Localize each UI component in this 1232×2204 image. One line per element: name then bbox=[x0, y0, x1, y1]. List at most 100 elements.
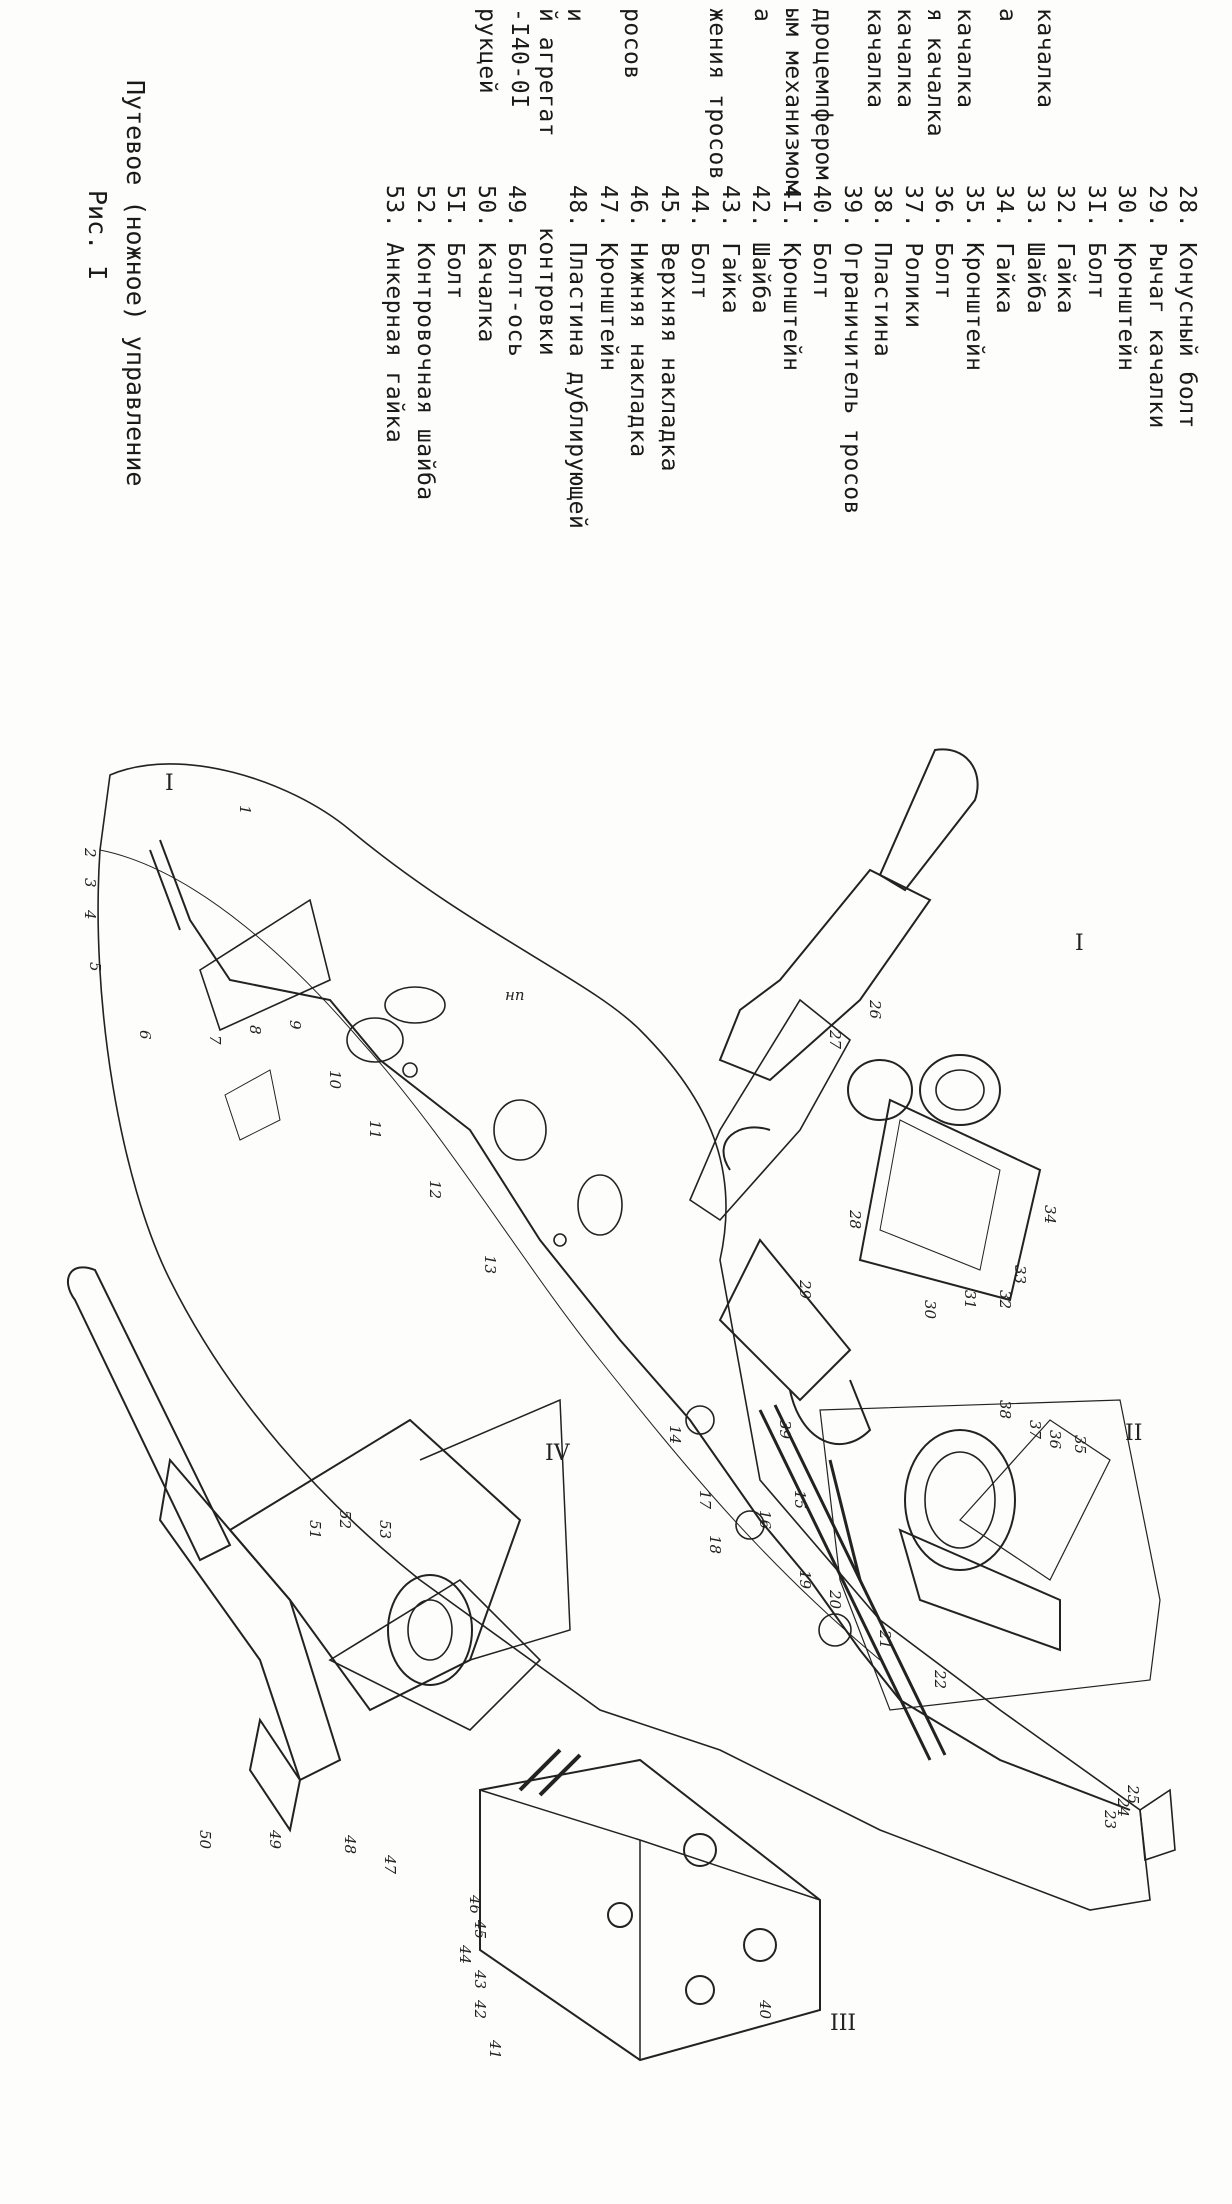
callout-51: 51 bbox=[306, 1520, 324, 1539]
callout-3: 3 bbox=[81, 878, 99, 888]
parts-list-item: 49. Болт-ось bbox=[503, 185, 529, 358]
callout-numbers: 1234567891011121314151617181920212223242… bbox=[81, 805, 1142, 2059]
partial-legend-line: качалка bbox=[1032, 8, 1058, 109]
callout-37: 37 bbox=[1026, 1420, 1044, 1440]
parts-list-item: 4I. Кронштейн bbox=[777, 185, 804, 372]
callout-8: 8 bbox=[246, 1025, 264, 1035]
callout-9: 9 bbox=[286, 1020, 304, 1030]
parts-list-item: 32. Гайка bbox=[1052, 185, 1078, 315]
partial-legend-line: и bbox=[562, 8, 588, 23]
partial-legend-line: качалка bbox=[952, 8, 978, 109]
callout-14: 14 bbox=[666, 1425, 684, 1444]
callout-6: 6 bbox=[136, 1030, 154, 1040]
parts-list-item: 39. Ограничитель тросов bbox=[838, 185, 865, 515]
callout-47: 47 bbox=[381, 1854, 399, 1875]
callout-30: 30 bbox=[921, 1300, 939, 1320]
partial-legend-line: качалка bbox=[862, 8, 888, 109]
parts-list-item: 43. Гайка bbox=[716, 185, 743, 315]
parts-list-item: 38. Пластина bbox=[869, 185, 895, 358]
partial-legend-line: жения тросов bbox=[704, 8, 730, 181]
callout-5: 5 bbox=[86, 962, 104, 972]
partial-legend-line: дроцемпфером bbox=[810, 8, 836, 181]
callout-18: 18 bbox=[706, 1535, 724, 1554]
callout-48: 48 bbox=[341, 1834, 359, 1854]
view-label-iii: III bbox=[830, 2011, 856, 2036]
callout-39: 39 bbox=[776, 1420, 794, 1440]
callout-16: 16 bbox=[756, 1510, 774, 1530]
callout-53: 53 bbox=[376, 1520, 394, 1539]
parts-list-item: 47. Кронштейн bbox=[594, 185, 621, 372]
parts-list-item: 40. Болт bbox=[808, 185, 834, 300]
callout-35: 35 bbox=[1071, 1435, 1089, 1454]
callout-52: 52 bbox=[336, 1510, 354, 1529]
callout-33: 33 bbox=[1011, 1265, 1029, 1284]
parts-list-item: 5I. Болт bbox=[442, 185, 468, 300]
view-label-i-small: I bbox=[165, 771, 174, 796]
partial-legend-line: -I40-0I bbox=[506, 8, 532, 109]
parts-list-item: 36. Болт bbox=[930, 185, 956, 300]
parts-list-item: 29. Рычаг качалки bbox=[1143, 185, 1170, 429]
partial-legend-line: рукцей bbox=[474, 8, 500, 95]
callout-1: 1 bbox=[236, 805, 254, 815]
callout-23: 23 bbox=[1101, 1809, 1119, 1829]
parts-list-item: 48. Пластина дублирующей bbox=[564, 185, 590, 530]
callout-29: 29 bbox=[796, 1279, 814, 1300]
view-label-i: I bbox=[1075, 931, 1084, 956]
callout-2: 2 bbox=[81, 847, 99, 858]
callout-15: 15 bbox=[791, 1490, 809, 1509]
callout-7: 7 bbox=[206, 1035, 224, 1045]
callout-10: 10 bbox=[326, 1070, 344, 1090]
callout-31: 31 bbox=[961, 1290, 979, 1309]
view-label-iv: IV bbox=[545, 1441, 571, 1466]
partial-legend-line: качалка bbox=[892, 8, 918, 109]
parts-list-item: 35. Кронштейн bbox=[960, 185, 987, 372]
callout-19: 19 bbox=[796, 1570, 814, 1590]
callout-24: 24 bbox=[1114, 1797, 1132, 1817]
misc-label: нп bbox=[505, 986, 525, 1004]
callout-17: 17 bbox=[696, 1490, 714, 1510]
callout-4: 4 bbox=[81, 909, 99, 920]
callout-34: 34 bbox=[1041, 1205, 1059, 1224]
callout-11: 11 bbox=[366, 1120, 384, 1139]
callout-13: 13 bbox=[481, 1255, 499, 1274]
callout-22: 22 bbox=[931, 1669, 949, 1689]
view-label-ii: II bbox=[1125, 1421, 1142, 1446]
partial-legend-line: й агрегат bbox=[534, 8, 560, 138]
parts-list-item: 52. Контровочная шайба bbox=[411, 185, 438, 501]
callout-26: 26 bbox=[866, 999, 884, 1020]
callout-43: 43 bbox=[471, 1969, 489, 1989]
figure-title: Путевое (ножное) управление bbox=[121, 80, 150, 487]
callout-41: 41 bbox=[486, 2039, 504, 2059]
callout-50: 50 bbox=[196, 1830, 214, 1850]
figure-number: Рис. I bbox=[83, 190, 112, 281]
partial-legend-line: а bbox=[994, 8, 1020, 23]
callout-25: 25 bbox=[1124, 1784, 1142, 1804]
callout-20: 20 bbox=[826, 1589, 844, 1610]
parts-list-item: 3I. Болт bbox=[1082, 185, 1109, 300]
callout-40: 40 bbox=[756, 1999, 774, 2020]
parts-list-item: 28. Конусный болт bbox=[1174, 185, 1200, 429]
callout-46: 46 bbox=[466, 1894, 484, 1915]
partial-legend-line: я качалка bbox=[922, 8, 948, 138]
partial-legend-line: а bbox=[749, 8, 775, 23]
callout-45: 45 bbox=[471, 1919, 489, 1939]
parts-list-item: 33. Шайба bbox=[1021, 185, 1048, 315]
parts-list-item: 42. Шайба bbox=[747, 185, 773, 315]
callout-36: 36 bbox=[1046, 1430, 1064, 1450]
callout-32: 32 bbox=[996, 1290, 1014, 1309]
callout-42: 42 bbox=[471, 1999, 489, 2019]
parts-list-item: 44. Болт bbox=[686, 185, 712, 300]
parts-list-item: 50. Качалка bbox=[472, 185, 499, 343]
callout-49: 49 bbox=[266, 1829, 284, 1850]
partial-legend-line: росов bbox=[619, 8, 645, 80]
callout-27: 27 bbox=[826, 1029, 844, 1050]
parts-list-item: 53. Анкерная гайка bbox=[381, 185, 407, 444]
callout-21: 21 bbox=[876, 1629, 894, 1649]
parts-list-item: 37. Ролики bbox=[899, 185, 926, 329]
parts-list-item: 34. Гайка bbox=[991, 185, 1017, 315]
callout-44: 44 bbox=[456, 1944, 474, 1964]
parts-list-item: 45. Верхняя накладка bbox=[655, 185, 682, 472]
callout-28: 28 bbox=[846, 1209, 864, 1229]
parts-list-item: контровки bbox=[533, 227, 560, 357]
